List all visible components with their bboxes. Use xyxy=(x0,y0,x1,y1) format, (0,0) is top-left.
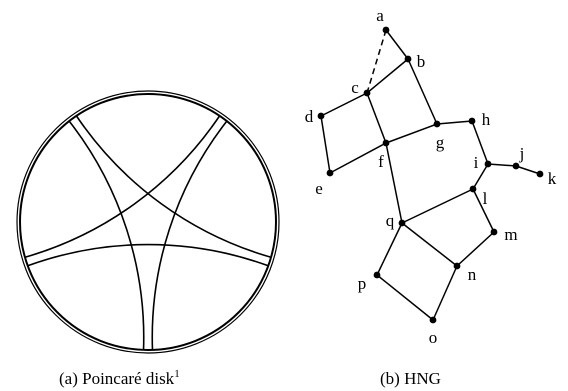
edge-i-l xyxy=(472,163,489,190)
node-n xyxy=(453,262,461,270)
node-a xyxy=(382,26,390,34)
node-j xyxy=(512,162,520,170)
disk-boundary-outer xyxy=(16,90,280,354)
node-k xyxy=(536,170,544,178)
node-label-e: e xyxy=(315,179,323,198)
edge-q-p xyxy=(376,222,403,276)
edge-b-c xyxy=(366,58,409,94)
edge-a-c xyxy=(366,29,387,94)
node-l xyxy=(469,185,477,193)
disk-geodesic xyxy=(228,310,243,324)
poincare-disk xyxy=(16,90,280,354)
graph-edges xyxy=(320,29,541,321)
edge-q-l xyxy=(401,188,474,224)
node-q xyxy=(398,219,406,227)
edge-c-d xyxy=(320,92,368,117)
disk-geodesic xyxy=(191,101,276,227)
node-label-h: h xyxy=(482,110,491,129)
disk-geodesic xyxy=(75,115,272,259)
disk-geodesic xyxy=(24,115,221,259)
disk-geodesic xyxy=(183,226,276,346)
edge-n-o xyxy=(432,265,458,321)
node-label-n: n xyxy=(468,265,477,284)
edge-c-f xyxy=(366,92,387,144)
node-f xyxy=(382,139,390,147)
node-label-q: q xyxy=(386,211,395,230)
edge-m-n xyxy=(456,231,495,267)
node-h xyxy=(468,117,476,125)
disk-geodesic xyxy=(236,127,250,142)
node-label-c: c xyxy=(351,78,359,97)
edge-d-e xyxy=(320,115,331,174)
node-m xyxy=(490,228,498,236)
disk-geodesic xyxy=(53,310,68,324)
disk-geodesic xyxy=(151,120,228,350)
graph-node-labels: a b c d e f g h i j k lm n o p q xyxy=(305,6,557,347)
caption-right: (b) HNG xyxy=(380,369,441,388)
node-g xyxy=(433,120,441,128)
edge-q-n xyxy=(401,222,458,267)
edge-g-h xyxy=(436,120,473,125)
edge-j-k xyxy=(515,165,541,175)
node-e xyxy=(326,169,334,177)
node-label-a: a xyxy=(376,6,384,25)
node-label-l: l xyxy=(483,189,488,208)
edge-p-o xyxy=(376,274,434,321)
edge-h-i xyxy=(471,120,489,165)
node-label-i: i xyxy=(474,153,479,172)
node-label-f: f xyxy=(378,152,384,171)
disk-geodesic xyxy=(226,117,253,144)
edge-f-g xyxy=(385,123,438,144)
disk-geodesic xyxy=(226,300,253,327)
disk-geodesic xyxy=(27,243,269,267)
node-label-g: g xyxy=(436,133,445,152)
disk-boundary-inner xyxy=(19,93,277,351)
disk-geodesic xyxy=(43,117,70,144)
node-label-o: o xyxy=(429,328,438,347)
disk-geodesic xyxy=(228,120,243,134)
node-p xyxy=(373,271,381,279)
node-b xyxy=(404,55,412,63)
caption-left-footnote: 1 xyxy=(174,368,180,380)
disk-geodesic xyxy=(53,120,68,134)
disk-geodesic xyxy=(131,94,165,96)
disk-geodesics xyxy=(20,94,276,350)
disk-geodesic xyxy=(274,205,276,239)
caption-left: (a) Poincaré disk1 xyxy=(59,368,180,388)
edge-b-g xyxy=(407,58,438,125)
disk-geodesic xyxy=(131,348,165,350)
edge-f-q xyxy=(385,142,403,224)
node-label-k: k xyxy=(548,169,557,188)
edge-i-j xyxy=(487,163,517,167)
disk-geodesic xyxy=(46,127,60,142)
node-i xyxy=(484,160,492,168)
graph-nodes xyxy=(317,26,544,324)
disk-geodesic xyxy=(20,205,22,239)
edge-e-f xyxy=(329,142,387,174)
node-label-b: b xyxy=(417,52,426,71)
node-d xyxy=(317,112,325,120)
node-label-d: d xyxy=(305,107,314,126)
node-label-p: p xyxy=(358,274,367,293)
disk-geodesic xyxy=(46,302,60,317)
node-o xyxy=(429,316,437,324)
caption-left-text: (a) Poincaré disk xyxy=(59,369,175,388)
node-label-j: j xyxy=(519,144,525,163)
node-label-m: m xyxy=(504,225,517,244)
node-c xyxy=(363,89,371,97)
disk-geodesic xyxy=(41,293,184,350)
disk-geodesic xyxy=(20,199,27,263)
edge-a-b xyxy=(385,29,409,60)
edge-l-m xyxy=(472,188,495,233)
disk-geodesic xyxy=(68,120,145,350)
disk-geodesic xyxy=(43,300,70,327)
hng-graph: a b c d e f g h i j k lm n o p q xyxy=(305,6,557,347)
disk-geodesic xyxy=(46,94,193,144)
disk-geodesic xyxy=(236,302,250,317)
